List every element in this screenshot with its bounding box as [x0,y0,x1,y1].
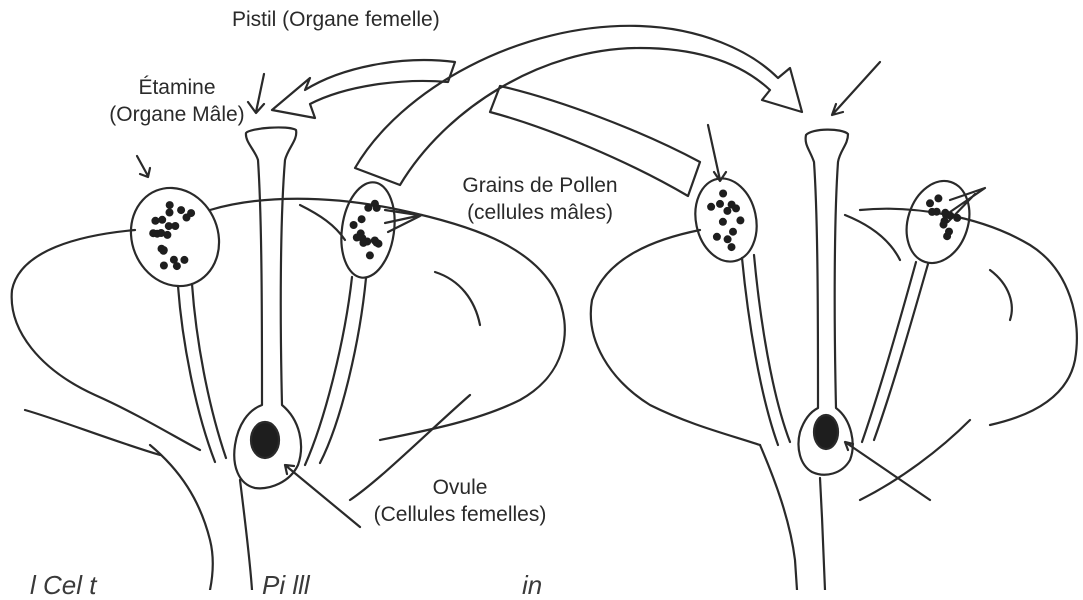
left-anther-right-dot [358,215,366,223]
right-anther-left-dot [724,235,732,243]
left-anther-right-dot [371,200,379,208]
grains-de-pollen-label: Grains de Pollen (cellules mâles) [425,172,655,226]
ovule-label-line2: (Cellules femelles) [350,501,570,528]
right-petal-left [591,230,760,445]
left-anther-left-dot [173,262,181,270]
left-base [240,480,252,590]
right-anther-left-dot [719,218,727,226]
ovule-label: Ovule (Cellules femelles) [350,474,570,528]
right-anther-arrow [708,125,726,181]
left-anther-left [116,175,233,300]
left-anther-left-dot [171,222,179,230]
left-anther-left-dot [160,247,168,255]
right-anther-right-dot [934,194,942,202]
left-anther-left-dot [149,229,157,237]
right-anther-left-dot [728,243,736,251]
right-anther-left-dot [732,204,740,212]
left-ovule-dot [251,422,279,458]
left-ovule-arrow [285,465,360,527]
right-filament-left [742,255,790,445]
left-petal-mid [300,205,345,240]
right-anther-left-dot [707,203,715,211]
left-anther-left-dot [163,231,171,239]
etamine-label-line1: Étamine [92,74,262,101]
right-petal-right [860,209,1077,425]
right-anther-right-dot [946,212,954,220]
etamine-label: Étamine (Organe Mâle) [92,74,262,128]
grains-label-line1: Grains de Pollen [425,172,655,199]
right-pistil-arrow [832,62,880,115]
cross-pollination-arrow [355,26,802,185]
left-anther-right-dot [371,237,379,245]
left-filament-right [305,277,366,465]
right-filament-right [862,262,928,442]
left-anther-right-dot [353,234,361,242]
right-anther-left-dot [719,190,727,198]
left-anther-arrow [137,156,150,177]
right-petal-inner [990,270,1012,320]
ovule-label-line1: Ovule [350,474,570,501]
right-anther-right-dot [926,199,934,207]
left-anther-left-dot [166,201,174,209]
right-anther-right-dot [940,221,948,229]
right-anther-left-dot [713,233,721,241]
left-anther-right-dot [364,204,372,212]
right-base [820,478,825,590]
left-anther-left-dot [177,206,185,214]
cutoff-text-middle: Pi lll [262,572,310,599]
left-sepal-left [150,445,213,590]
right-anther-left-dot [716,200,724,208]
right-anther-right-dot [945,228,953,236]
left-anther-right-dot [359,239,367,247]
left-petal-inner [435,272,480,325]
right-ovule-dot [814,415,838,449]
left-anther-left-dot [180,256,188,264]
right-petal-mid [845,215,900,260]
right-anther-left-dot [736,216,744,224]
left-petal-right [210,199,565,440]
left-anther-left-dot [158,216,166,224]
grains-label-line2: (cellules mâles) [425,199,655,226]
cutoff-text-left: l Cel t [30,572,96,599]
right-anther-right-dot [928,208,936,216]
cutoff-text-right: in [522,572,542,599]
left-anther-left-dot [183,214,191,222]
pistil-label: Pistil (Organe femelle) [232,6,440,33]
right-anther-right-dot [953,214,961,222]
etamine-label-line2: (Organe Mâle) [92,101,262,128]
right-flower [591,62,1077,590]
left-anther-right-dot [350,221,358,229]
right-ovule-arrow [845,442,930,500]
left-anther-left-dot [160,262,168,270]
left-filament-left [178,284,226,462]
transfer-arrows [272,26,802,196]
self-pollination-arrow [272,60,455,118]
left-anther-left-dot [151,217,159,225]
right-anther-right [896,173,979,271]
left-anther-left-dot [166,209,174,217]
right-sepal-left [760,445,797,590]
left-anther-right-dot [366,251,374,259]
right-anther-left-dot [729,228,737,236]
